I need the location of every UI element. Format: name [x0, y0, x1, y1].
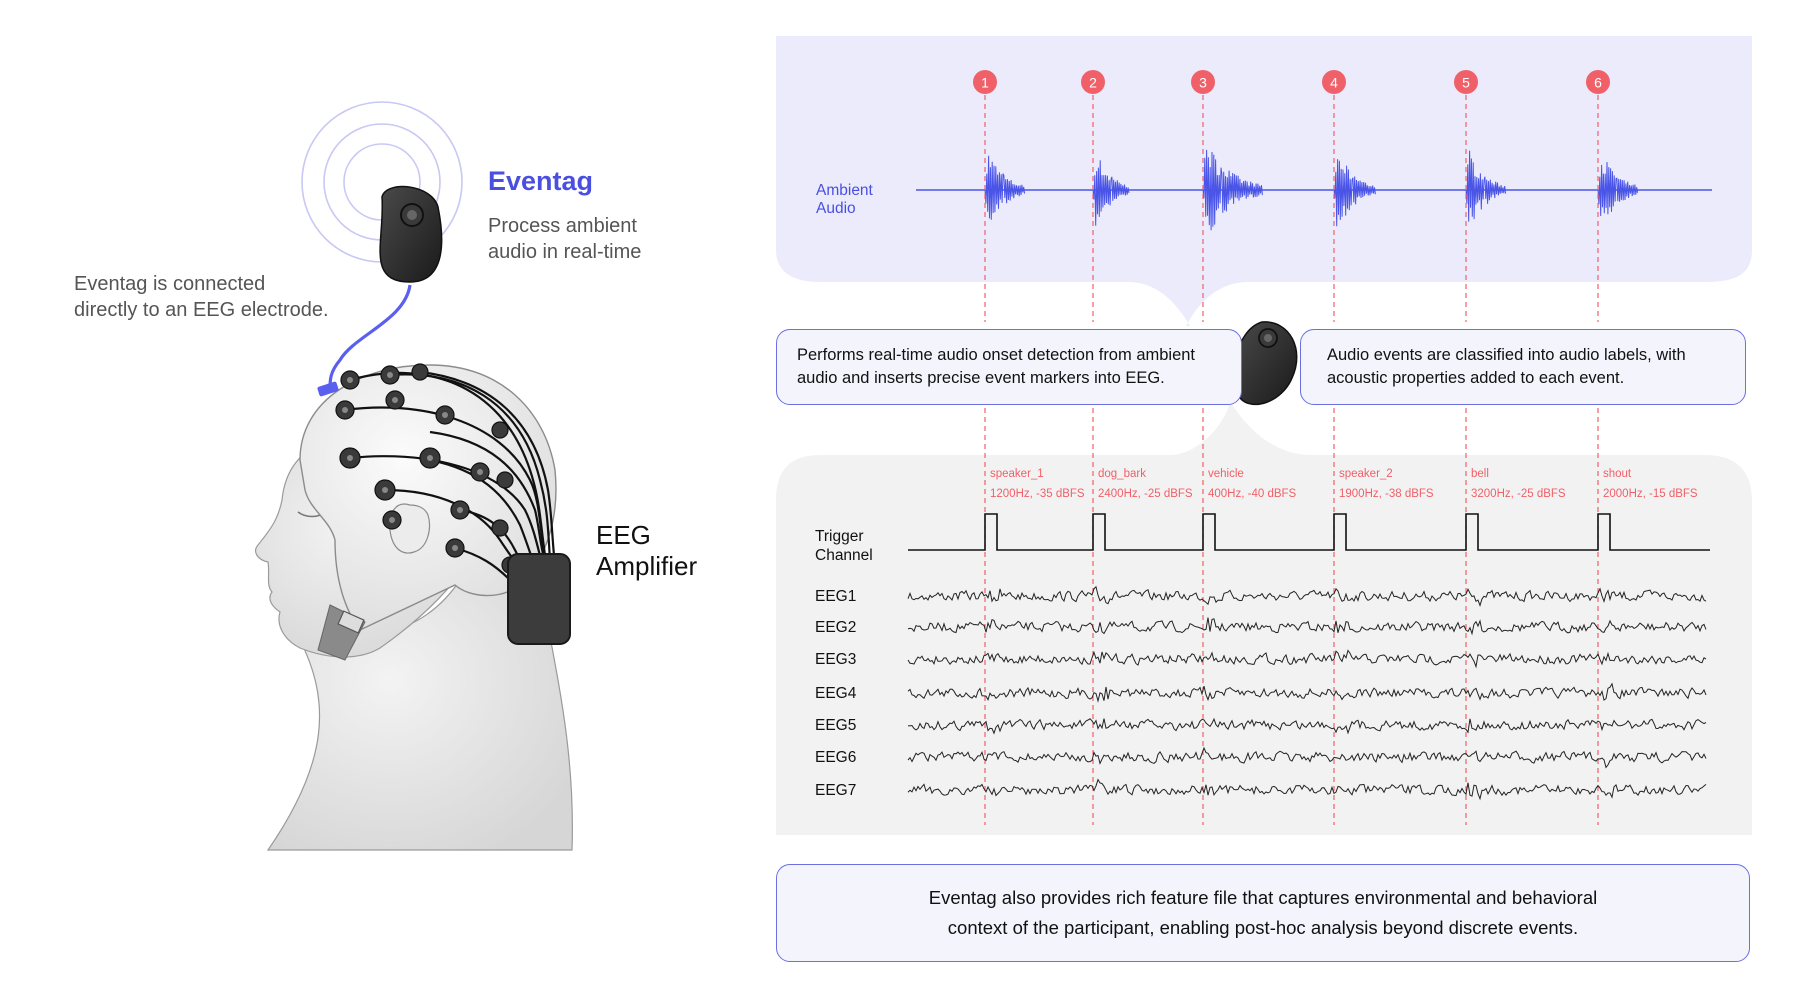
marker-number: 4 [1330, 75, 1338, 91]
eeg-panel-bg [776, 400, 1752, 835]
eventag-cable [328, 284, 412, 389]
event-properties: 400Hz, -40 dBFS [1208, 488, 1297, 500]
feature-file-text: Eventag also provides rich feature file … [928, 887, 1598, 938]
marker-badge [1191, 70, 1215, 94]
neck-shape [266, 566, 573, 851]
audio-event-waveform [1092, 160, 1130, 226]
audio-panel-bg [776, 36, 1752, 326]
marker-number: 5 [1462, 75, 1470, 91]
eeg-channel-label: EEG6 [815, 749, 856, 766]
eeg-channel-label: EEG1 [815, 588, 856, 605]
eeg-channel-label: EEG7 [815, 782, 856, 799]
audio-event-waveform [984, 155, 1026, 220]
connection-note-line1: Eventag is connected [74, 273, 265, 295]
electrodes [335, 363, 519, 574]
eeg-channel-label: EEG2 [815, 619, 856, 636]
ambient-audio-label-line1: Ambient [816, 182, 874, 199]
marker-number: 6 [1594, 75, 1602, 91]
marker-number: 1 [981, 75, 989, 91]
event-properties: 1900Hz, -38 dBFS [1339, 488, 1434, 500]
eventag-description-line2: audio in real-time [488, 241, 641, 263]
head-illustration [255, 363, 573, 851]
eeg-channel-label: EEG5 [815, 717, 856, 734]
eeg-channel-label: EEG3 [815, 651, 856, 668]
trigger-label-line1: Trigger [815, 528, 864, 545]
marker-badge [1081, 70, 1105, 94]
trigger-signal [908, 513, 1710, 551]
event-properties: 3200Hz, -25 dBFS [1471, 488, 1566, 500]
event-properties: 2400Hz, -25 dBFS [1098, 488, 1193, 500]
event-label: shout [1603, 468, 1632, 480]
classification-text: Audio events are classified into audio l… [1327, 346, 1686, 387]
eeg-trace [907, 585, 1707, 607]
trigger-label-line2: Channel [815, 547, 873, 564]
audio-event-waveform [1465, 150, 1507, 222]
eeg-channel-label: EEG4 [815, 685, 857, 702]
eventag-device [379, 185, 443, 283]
marker-badge [973, 70, 997, 94]
onset-detection-callout: Performs real-time audio onset detection… [776, 329, 1242, 405]
eeg-trace [907, 649, 1707, 669]
marker-badge [1322, 70, 1346, 94]
eeg-trace [907, 617, 1707, 636]
eeg-amplifier-device [507, 553, 571, 645]
audio-event-waveform [1597, 161, 1639, 217]
marker-number: 2 [1089, 75, 1097, 91]
ambient-audio-label-line2: Audio [816, 200, 856, 217]
eeg-trace [907, 778, 1707, 801]
event-label: bell [1471, 468, 1489, 480]
amplifier-label-line2: Amplifier [596, 551, 697, 581]
eventag-device-center [1232, 321, 1298, 406]
event-properties: 1200Hz, -35 dBFS [990, 488, 1085, 500]
event-label: dog_bark [1098, 468, 1146, 480]
marker-badge [1586, 70, 1610, 94]
marker-badge [1454, 70, 1478, 94]
eeg-trace [907, 746, 1707, 769]
eeg-trace [907, 717, 1707, 735]
eeg-trace [907, 682, 1707, 703]
event-label: speaker_2 [1339, 468, 1393, 480]
event-label: speaker_1 [990, 468, 1044, 480]
connection-note-line2: directly to an EEG electrode. [74, 299, 329, 321]
marker-number: 3 [1199, 75, 1207, 91]
audio-event-waveform [1202, 149, 1263, 231]
onset-detection-text: Performs real-time audio onset detection… [797, 346, 1196, 387]
event-label: vehicle [1208, 468, 1244, 480]
event-properties: 2000Hz, -15 dBFS [1603, 488, 1698, 500]
classification-callout: Audio events are classified into audio l… [1300, 329, 1746, 405]
amplifier-label-line1: EEG [596, 520, 651, 550]
feature-file-callout: Eventag also provides rich feature file … [776, 864, 1750, 962]
audio-event-waveform [1333, 159, 1376, 227]
connected-electrode [317, 381, 339, 397]
eventag-description-line1: Process ambient [488, 215, 637, 237]
eventag-title: Eventag [488, 166, 593, 196]
